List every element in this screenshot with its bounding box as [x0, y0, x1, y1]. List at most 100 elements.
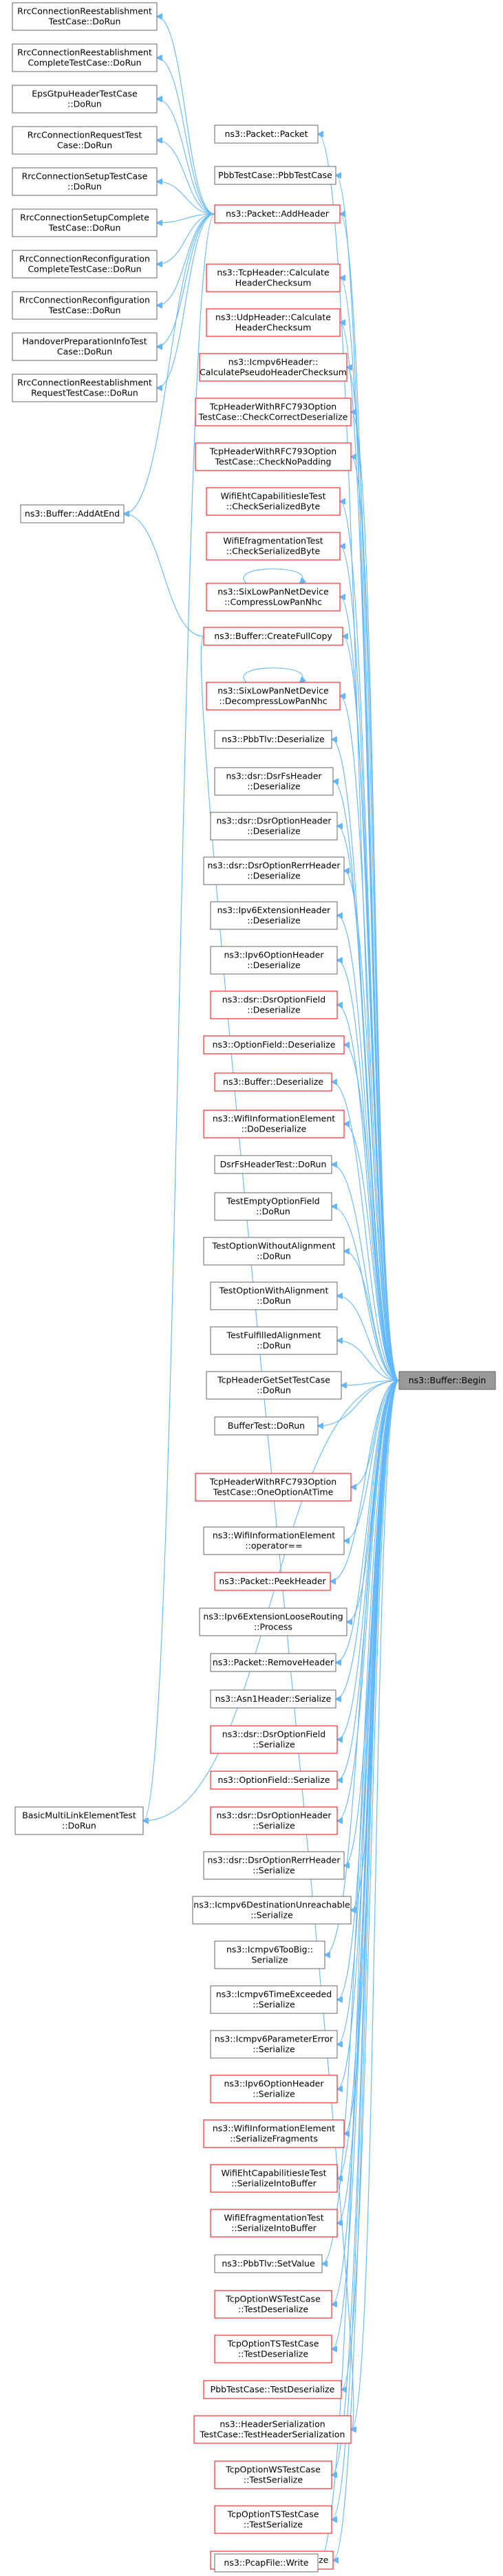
- node-ns3-dsr-dsroptionrerrheader-deserialize[interactable]: ns3::dsr::DsrOptionRerrHeader::Deseriali…: [203, 856, 345, 885]
- node-ns3-dsr-dsroptionheader-serialize[interactable]: ns3::dsr::DsrOptionHeader::Serialize: [210, 1806, 338, 1835]
- node-box: [214, 1416, 319, 1436]
- node-ns3-sixlowpannetdevice-decompresslowpannhc[interactable]: ns3::SixLowPanNetDevice::DecompressLowPa…: [206, 682, 341, 711]
- node-ns3-dsr-dsroptionfield-serialize[interactable]: ns3::dsr::DsrOptionField::Serialize: [210, 1725, 338, 1754]
- node-box: [195, 398, 352, 426]
- node-rrcconnectionreconfiguration-completetestcase-dorun[interactable]: RrcConnectionReconfigurationCompleteTest…: [12, 250, 158, 279]
- node-ns3-packet-packet[interactable]: ns3::Packet::Packet: [214, 125, 319, 144]
- target-node[interactable]: ns3::Buffer::Begin: [398, 1371, 496, 1390]
- node-ns3-packet-addheader[interactable]: ns3::Packet::AddHeader: [214, 204, 341, 224]
- node-rrcconnectionsetuptestcase-dorun[interactable]: RrcConnectionSetupTestCase::DoRun: [12, 167, 158, 196]
- node-ns3-ipv6extensionlooserouting-process[interactable]: ns3::Ipv6ExtensionLooseRouting::Process: [199, 1608, 347, 1636]
- node-label: ::DoRun: [257, 1385, 291, 1396]
- node-buffertest-dorun[interactable]: BufferTest::DoRun: [214, 1416, 319, 1436]
- node-testfulfilledalignment-dorun[interactable]: TestFulfilledAlignment::DoRun: [210, 1326, 338, 1355]
- node-label: ns3::HeaderSerialization: [220, 2419, 325, 2429]
- node-tcpoptionwstestcase-testserialize[interactable]: TcpOptionWSTestCase::TestSerialize: [214, 2460, 332, 2489]
- node-tcpoptiontstestcase-testdeserialize[interactable]: TcpOptionTSTestCase::TestDeserialize: [214, 2335, 332, 2363]
- node-tcpoptiontstestcase-testserialize[interactable]: TcpOptionTSTestCase::TestSerialize: [214, 2505, 332, 2534]
- node-ns3-headerserialization-testcase-testheaderserialization[interactable]: ns3::HeaderSerializationTestCase::TestHe…: [193, 2415, 352, 2444]
- node-tcpoptionwstestcase-testdeserialize[interactable]: TcpOptionWSTestCase::TestDeserialize: [214, 2290, 332, 2319]
- node-label: ns3::Buffer::Begin: [409, 1375, 486, 1385]
- node-pbbtestcase-pbbtestcase[interactable]: PbbTestCase::PbbTestCase: [214, 166, 336, 185]
- node-wifiefragmentationtest-serializeintobuffer[interactable]: WifiEfragmentationTest::SerializeIntoBuf…: [210, 2209, 338, 2238]
- node-ns3-dsr-dsroptionheader-deserialize[interactable]: ns3::dsr::DsrOptionHeader::Deserialize: [210, 812, 338, 841]
- node-testoptionwithalignment-dorun[interactable]: TestOptionWithAlignment::DoRun: [210, 1281, 338, 1310]
- node-label: WifiEhtCapabilitiesIeTest: [220, 491, 325, 501]
- node-ns3-ipv6optionheader-serialize[interactable]: ns3::Ipv6OptionHeader::Serialize: [210, 2075, 338, 2103]
- node-ns3-asn1header-serialize[interactable]: ns3::Asn1Header::Serialize: [210, 1689, 336, 1709]
- node-label: RequestTestCase::DoRun: [31, 388, 138, 398]
- node-box: [214, 2290, 332, 2319]
- node-dsrfsheadertest-dorun[interactable]: DsrFsHeaderTest::DoRun: [214, 1155, 332, 1174]
- node-label: ns3::dsr::DsrOptionField: [222, 1729, 325, 1740]
- node-rrcconnectionreestablishment-completetestcase-dorun[interactable]: RrcConnectionReestablishmentCompleteTest…: [12, 43, 158, 72]
- node-ns3-dsr-dsroptionrerrheader-serialize[interactable]: ns3::dsr::DsrOptionRerrHeader::Serialize: [203, 1851, 345, 1880]
- node-label: ns3::Ipv6OptionHeader: [224, 950, 324, 960]
- node-tcpheaderwithrfc793option-testcase-oneoptionattime[interactable]: TcpHeaderWithRFC793OptionTestCase::OneOp…: [195, 1473, 352, 1502]
- node-ns3-pbbtlv-setvalue[interactable]: ns3::PbbTlv::SetValue: [214, 2254, 323, 2273]
- node-box: [214, 1940, 325, 1969]
- node-label: ns3::dsr::DsrOptionRerrHeader: [208, 861, 341, 871]
- node-label: ::CompressLowPanNhc: [224, 597, 322, 607]
- node-tcpheaderwithrfc793option-testcase-checkcorrectdeserialize[interactable]: TcpHeaderWithRFC793OptionTestCase::Check…: [195, 398, 352, 426]
- node-wifiefragmentationtest-checkserializedbyte[interactable]: WifiEfragmentationTest::CheckSerializedB…: [206, 532, 341, 561]
- call-edge: [333, 781, 400, 1381]
- node-label: TcpOptionTSTestCase: [227, 2339, 319, 2349]
- call-edge: [337, 1380, 400, 1821]
- node-rrcconnectionreconfiguration-testcase-dorun[interactable]: RrcConnectionReconfigurationTestCase::Do…: [12, 291, 158, 320]
- node-wifiehtcapabilitiesietest-serializeintobuffer[interactable]: WifiEhtCapabilitiesIeTest::SerializeInto…: [210, 2164, 338, 2193]
- node-wifiehtcapabilitiesietest-checkserializedbyte[interactable]: WifiEhtCapabilitiesIeTest::CheckSerializ…: [206, 487, 341, 516]
- node-tcpheadergetsettestcase-dorun[interactable]: TcpHeaderGetSetTestCase::DoRun: [206, 1371, 342, 1400]
- node-box: [206, 682, 341, 711]
- node-ns3-ipv6optionheader-deserialize[interactable]: ns3::Ipv6OptionHeader::Deserialize: [210, 946, 338, 975]
- node-ns3-packet-peekheader[interactable]: ns3::Packet::PeekHeader: [214, 1572, 331, 1591]
- node-testoptionwithoutalignment-dorun[interactable]: TestOptionWithoutAlignment::DoRun: [203, 1237, 345, 1266]
- node-epsgtpuheadertestcase-dorun[interactable]: EpsGtpuHeaderTestCase::DoRun: [12, 85, 158, 113]
- node-box: [214, 2335, 332, 2363]
- node-ns3-wifiinformationelement-operator[interactable]: ns3::WifiInformationElement::operator==: [203, 1526, 345, 1555]
- node-ns3-wifiinformationelement-dodeserialize[interactable]: ns3::WifiInformationElement::DoDeseriali…: [203, 1110, 345, 1138]
- node-basicmultilinkelementtest-dorun[interactable]: BasicMultiLinkElementTest::DoRun: [14, 1806, 144, 1835]
- node-ns3-dsr-dsrfsheader-deserialize[interactable]: ns3::dsr::DsrFsHeader::Deserialize: [214, 767, 334, 796]
- node-pbbtestcase-testdeserialize[interactable]: PbbTestCase::TestDeserialize: [203, 2380, 342, 2399]
- node-ns3-optionfield-deserialize[interactable]: ns3::OptionField::Deserialize: [203, 1035, 345, 1054]
- node-rrcconnectionreestablishment-requesttestcase-dorun[interactable]: RrcConnectionReestablishmentRequestTestC…: [12, 374, 158, 402]
- node-ns3-icmpv6header-calculatepseudoheaderchecksum[interactable]: ns3::Icmpv6Header::CalculatePseudoHeader…: [199, 353, 347, 382]
- node-box: [206, 1371, 342, 1400]
- node-ns3-icmpv6timeexceeded-serialize[interactable]: ns3::Icmpv6TimeExceeded::Serialize: [210, 1985, 338, 2014]
- node-rrcconnectionreestablishment-testcase-dorun[interactable]: RrcConnectionReestablishmentTestCase::Do…: [12, 2, 158, 31]
- node-box: [192, 1896, 352, 1925]
- call-edge: [341, 1380, 400, 1385]
- node-label: TestCase::DoRun: [48, 223, 121, 233]
- node-label: ns3::dsr::DsrOptionHeader: [216, 1810, 332, 1821]
- node-ns3-icmpv6toobig-serialize[interactable]: ns3::Icmpv6TooBig::Serialize: [214, 1940, 325, 1969]
- node-label: ns3::Icmpv6ParameterError: [215, 2034, 334, 2044]
- node-ns3-dsr-dsroptionfield-deserialize[interactable]: ns3::dsr::DsrOptionField::Deserialize: [210, 991, 338, 1019]
- node-box: [214, 2505, 332, 2534]
- node-ns3-icmpv6destinationunreachable-serialize[interactable]: ns3::Icmpv6DestinationUnreachable::Seria…: [192, 1896, 352, 1925]
- node-testemptyoptionfield-dorun[interactable]: TestEmptyOptionField::DoRun: [214, 1192, 332, 1221]
- node-ns3-buffer-addatend[interactable]: ns3::Buffer::AddAtEnd: [20, 504, 125, 523]
- node-ns3-ipv6extensionheader-deserialize[interactable]: ns3::Ipv6ExtensionHeader::Deserialize: [210, 901, 338, 930]
- node-rrcconnectionsetupcomplete-testcase-dorun[interactable]: RrcConnectionSetupCompleteTestCase::DoRu…: [12, 208, 158, 237]
- node-ns3-packet-removeheader[interactable]: ns3::Packet::RemoveHeader: [210, 1653, 336, 1672]
- node-label: ::DecompressLowPanNhc: [219, 696, 327, 706]
- node-ns3-buffer-deserialize[interactable]: ns3::Buffer::Deserialize: [214, 1072, 332, 1092]
- node-ns3-buffer-createfullcopy[interactable]: ns3::Buffer::CreateFullCopy: [203, 627, 343, 646]
- node-label: ::CheckSerializedByte: [226, 501, 321, 512]
- node-box: [210, 1653, 336, 1672]
- node-tcpheaderwithrfc793option-testcase-checknopadding[interactable]: TcpHeaderWithRFC793OptionTestCase::Check…: [195, 442, 352, 471]
- node-ns3-sixlowpannetdevice-compresslowpannhc[interactable]: ns3::SixLowPanNetDevice::CompressLowPanN…: [206, 583, 341, 611]
- call-edge: [340, 597, 400, 1381]
- node-ns3-pbbtlv-deserialize[interactable]: ns3::PbbTlv::Deserialize: [214, 730, 332, 749]
- node-ns3-icmpv6parametererror-serialize[interactable]: ns3::Icmpv6ParameterError::Serialize: [210, 2030, 338, 2059]
- node-ns3-optionfield-serialize[interactable]: ns3::OptionField::Serialize: [210, 1771, 338, 1790]
- node-ns3-wifiinformationelement-serializefragments[interactable]: ns3::WifiInformationElement::SerializeFr…: [203, 2119, 345, 2148]
- node-ns3-pcapfile-write[interactable]: ns3::PcapFile::Write: [214, 2553, 319, 2573]
- node-label: ::TestSerialize: [244, 2520, 303, 2530]
- node-label: ns3::Asn1Header::Serialize: [215, 1693, 332, 1704]
